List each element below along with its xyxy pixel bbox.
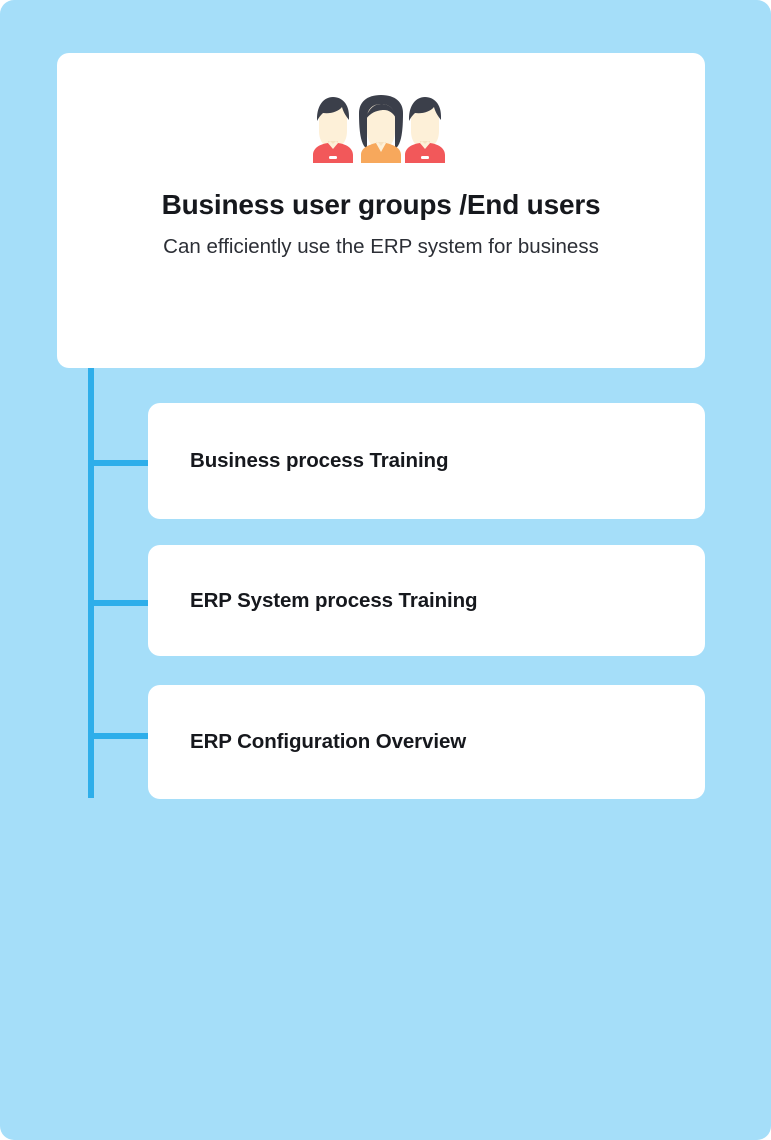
item-card-label: Business process Training: [190, 449, 449, 473]
item-card-label: ERP Configuration Overview: [190, 730, 467, 754]
page-title: Business user groups /End users: [161, 189, 601, 220]
item-card-erp-system-process-training[interactable]: ERP System process Training: [148, 545, 705, 656]
connector-branch-2: [88, 600, 150, 606]
page-subtitle: Can efficiently use the ERP system for b…: [163, 235, 599, 258]
avatar-person-right: [405, 97, 445, 163]
three-people-avatars-icon: [313, 95, 445, 163]
connector-branch-3: [88, 733, 150, 739]
avatar-person-center: [359, 95, 403, 163]
hero-card: Business user groups /End users Can effi…: [57, 53, 705, 368]
item-card-business-process-training[interactable]: Business process Training: [148, 403, 705, 519]
item-card-label: ERP System process Training: [190, 588, 478, 612]
item-card-erp-configuration-overview[interactable]: ERP Configuration Overview: [148, 685, 705, 799]
connector-branch-1: [88, 460, 150, 466]
connector-trunk-line: [88, 368, 94, 798]
avatar-person-left: [313, 97, 353, 163]
